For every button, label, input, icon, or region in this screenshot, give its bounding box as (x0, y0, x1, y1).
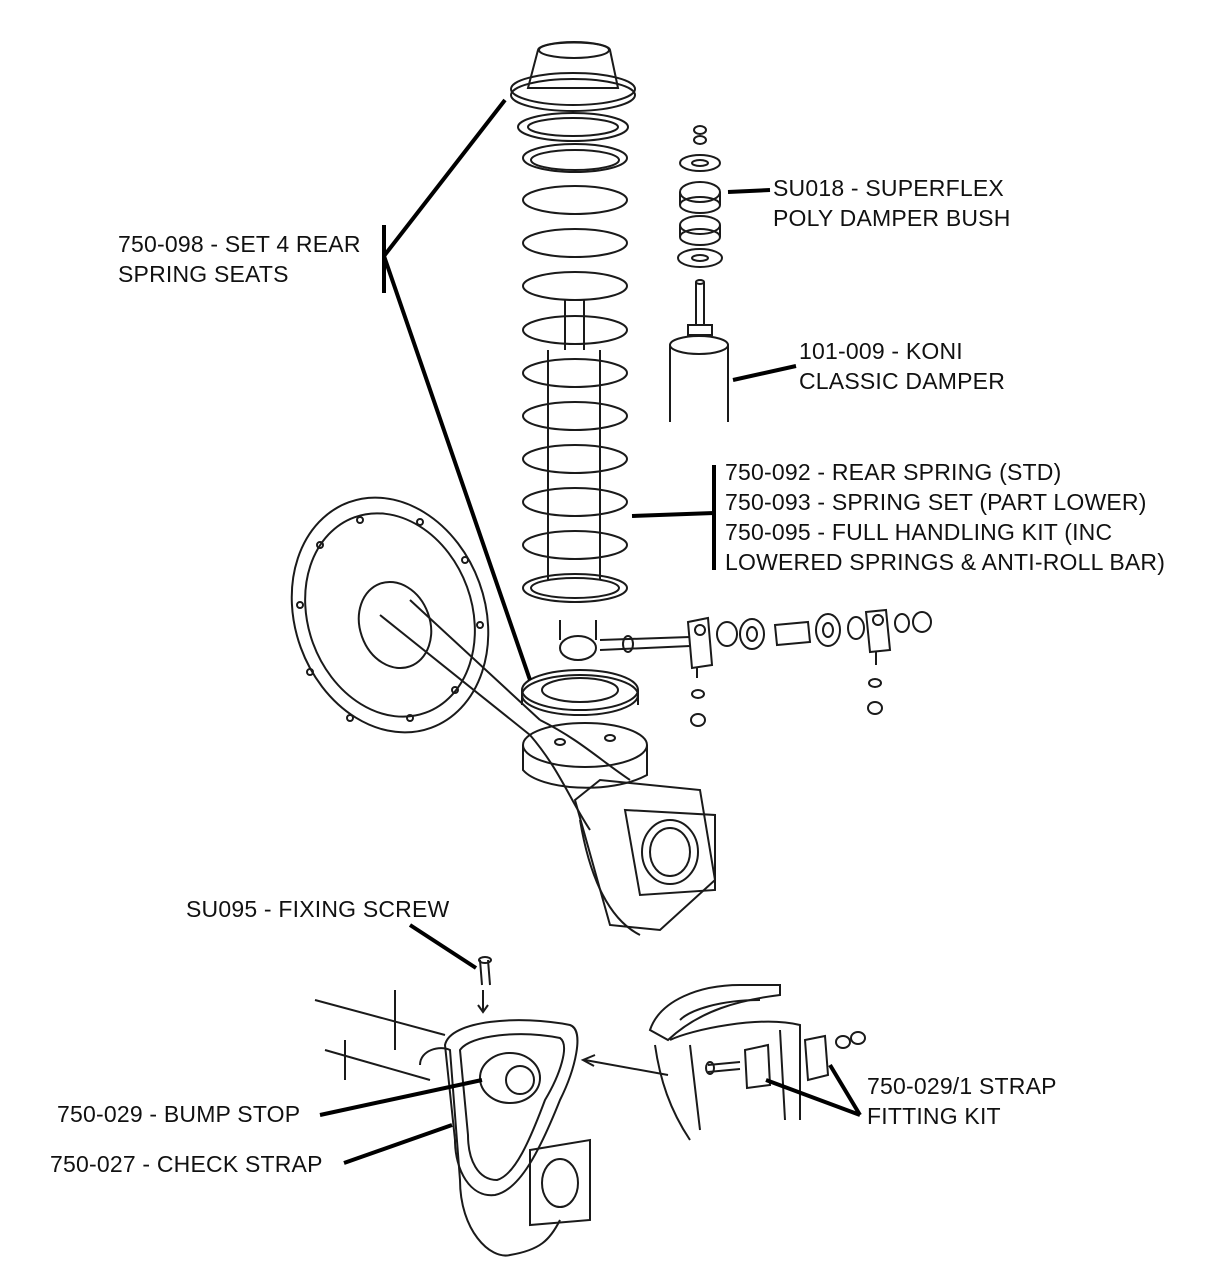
check-strap-leader (343, 1123, 453, 1165)
label-springs-line2: 750-093 - SPRING SET (PART LOWER) (725, 489, 1147, 515)
lower-spring-seat-drawing (521, 669, 717, 936)
coil-spring-drawing (510, 41, 636, 661)
strap-kit-leader (765, 1063, 862, 1117)
label-fixing-screw-line1: SU095 - FIXING SCREW (186, 896, 450, 922)
hub-flange-drawing (290, 496, 631, 831)
strap-fitting-kit-drawing (648, 984, 866, 1141)
label-damper-bush: SU018 - SUPERFLEX POLY DAMPER BUSH (773, 173, 1011, 233)
spring-seats-leader (382, 98, 532, 681)
damper-drawing (669, 279, 729, 422)
springs-leader (631, 465, 716, 570)
label-springs-line1: 750-092 - REAR SPRING (STD) (725, 459, 1062, 485)
label-check-strap: 750-027 - CHECK STRAP (50, 1149, 323, 1179)
label-strap-kit-line1: 750-029/1 STRAP (867, 1073, 1057, 1099)
damper-leader (732, 364, 797, 382)
link-hardware-drawing (599, 608, 932, 727)
label-spring-seats-line2: SPRING SEATS (118, 261, 289, 287)
label-damper-line2: CLASSIC DAMPER (799, 368, 1006, 394)
bump-stop-leader (319, 1078, 483, 1117)
label-damper-bush-line1: SU018 - SUPERFLEX (773, 175, 1004, 201)
bump-stop-assembly-drawing (314, 956, 669, 1257)
label-springs: 750-092 - REAR SPRING (STD) 750-093 - SP… (725, 457, 1165, 577)
fixing-screw-leader (408, 923, 478, 970)
label-bump-stop-line1: 750-029 - BUMP STOP (57, 1101, 301, 1127)
label-spring-seats-line1: 750-098 - SET 4 REAR (118, 231, 361, 257)
label-spring-seats: 750-098 - SET 4 REAR SPRING SEATS (118, 229, 361, 289)
label-springs-line3: 750-095 - FULL HANDLING KIT (INC (725, 519, 1113, 545)
label-damper-line1: 101-009 - KONI (799, 338, 963, 364)
damper-bush-leader (727, 188, 771, 194)
label-damper: 101-009 - KONI CLASSIC DAMPER (799, 336, 1005, 396)
label-strap-kit-line2: FITTING KIT (867, 1103, 1001, 1129)
label-springs-line4: LOWERED SPRINGS & ANTI-ROLL BAR) (725, 549, 1166, 575)
label-fixing-screw: SU095 - FIXING SCREW (186, 894, 449, 924)
label-strap-kit: 750-029/1 STRAP FITTING KIT (867, 1071, 1057, 1131)
label-check-strap-line1: 750-027 - CHECK STRAP (50, 1151, 323, 1177)
label-bump-stop: 750-029 - BUMP STOP (57, 1099, 300, 1129)
damper-bush-stack-drawing (677, 125, 723, 268)
label-damper-bush-line2: POLY DAMPER BUSH (773, 205, 1011, 231)
